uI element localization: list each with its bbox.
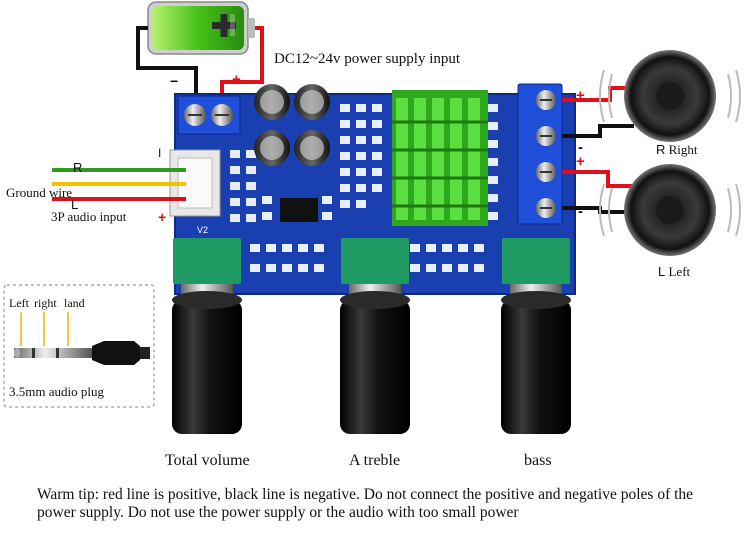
audio-l-label: L [71,197,79,212]
treble-knob [340,238,410,434]
left-speaker-word: Left [668,264,691,279]
battery-icon [147,1,255,55]
left-speaker-icon [599,164,741,256]
right-speaker-label: R Right [656,143,698,156]
left-speaker-letter: L [658,264,666,279]
power-terminal-block [177,95,241,135]
power-positive-sign: + [232,71,241,88]
right-speaker-word: Right [668,142,698,157]
speaker-terminal-block [517,83,563,225]
right-negative-sign: - [578,139,583,156]
power-supply-label: DC12~24v power supply input [274,51,461,67]
audio-r-label: R [73,160,83,175]
bass-label: bass [524,452,552,469]
smd-components [230,104,498,272]
plug-caption: 3.5mm audio plug [9,384,104,399]
left-positive-wire [562,170,634,188]
power-positive-wire [220,26,264,100]
left-positive-sign: + [576,153,585,170]
plug-left-label: Left [9,296,29,310]
plug-right-label: right [34,296,57,310]
right-negative-wire [562,124,634,138]
audio-input-positive-sign: + [158,209,167,225]
bass-knob [501,238,571,434]
audio-plug-icon [14,312,150,365]
warm-tip: Warm tip: red line is positive, black li… [37,486,694,521]
capacitors [254,84,330,166]
power-negative-sign: − [170,73,179,89]
left-speaker-label: L Left [658,265,690,278]
left-negative-sign: - [578,203,583,220]
plug-frame [3,284,155,408]
volume-knob [172,238,242,434]
board-version: V2 [197,225,209,235]
ground-wire-label: Ground wire [6,185,73,200]
plug-land-label: land [64,296,85,310]
volume-label: Total volume [165,452,250,469]
right-positive-sign: + [576,87,585,104]
input-marker: I [158,146,162,160]
audio-input-label: 3P audio input [51,209,127,224]
treble-label: A treble [349,452,401,469]
right-speaker-letter: R [656,142,666,157]
power-negative-wire [136,26,198,100]
right-speaker-icon [599,50,741,142]
ic-chip [280,198,318,222]
heatsink [392,90,488,226]
